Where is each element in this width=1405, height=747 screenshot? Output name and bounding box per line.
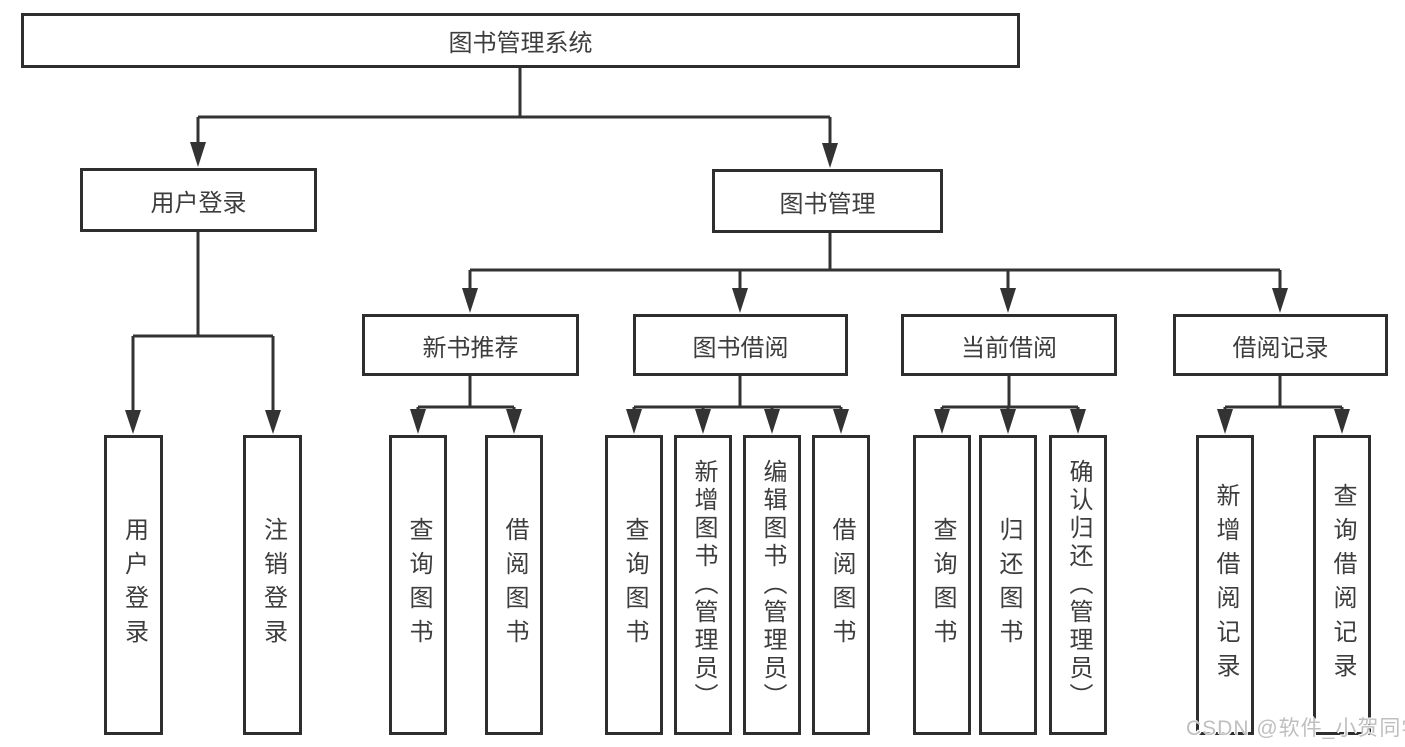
leaf-add-borrow-record: 新增借阅记录 xyxy=(1196,435,1254,735)
leaf-return-books: 归还图书 xyxy=(979,435,1037,735)
leaf-query-books: 查询图书 xyxy=(605,435,663,735)
leaf-query-borrow-record: 查询借阅记录 xyxy=(1313,435,1371,735)
node-current-borrowing: 当前借阅 xyxy=(901,314,1117,376)
leaf-edit-books-admin: 编辑图书（管理员） xyxy=(743,435,801,735)
node-new-book-recommendation: 新书推荐 xyxy=(362,314,579,376)
leaf-confirm-return-admin: 确认归还（管理员） xyxy=(1049,435,1107,735)
node-book-management: 图书管理 xyxy=(712,169,943,233)
csdn-watermark: CSDN @软件_小贺同学 xyxy=(1186,717,1405,740)
leaf-logout: 注销登录 xyxy=(243,435,302,735)
node-library-management-system: 图书管理系统 xyxy=(21,13,1020,68)
node-borrowing-records: 借阅记录 xyxy=(1173,314,1388,376)
node-user-login: 用户登录 xyxy=(80,168,317,232)
node-book-borrowing: 图书借阅 xyxy=(633,314,848,376)
leaf-add-books-admin: 新增图书（管理员） xyxy=(674,435,732,735)
leaf-user-login: 用户登录 xyxy=(104,435,163,735)
leaf-borrow-books: 借阅图书 xyxy=(485,435,543,735)
leaf-query-books: 查询图书 xyxy=(913,435,971,735)
leaf-borrow-books: 借阅图书 xyxy=(812,435,870,735)
leaf-query-books: 查询图书 xyxy=(389,435,447,735)
